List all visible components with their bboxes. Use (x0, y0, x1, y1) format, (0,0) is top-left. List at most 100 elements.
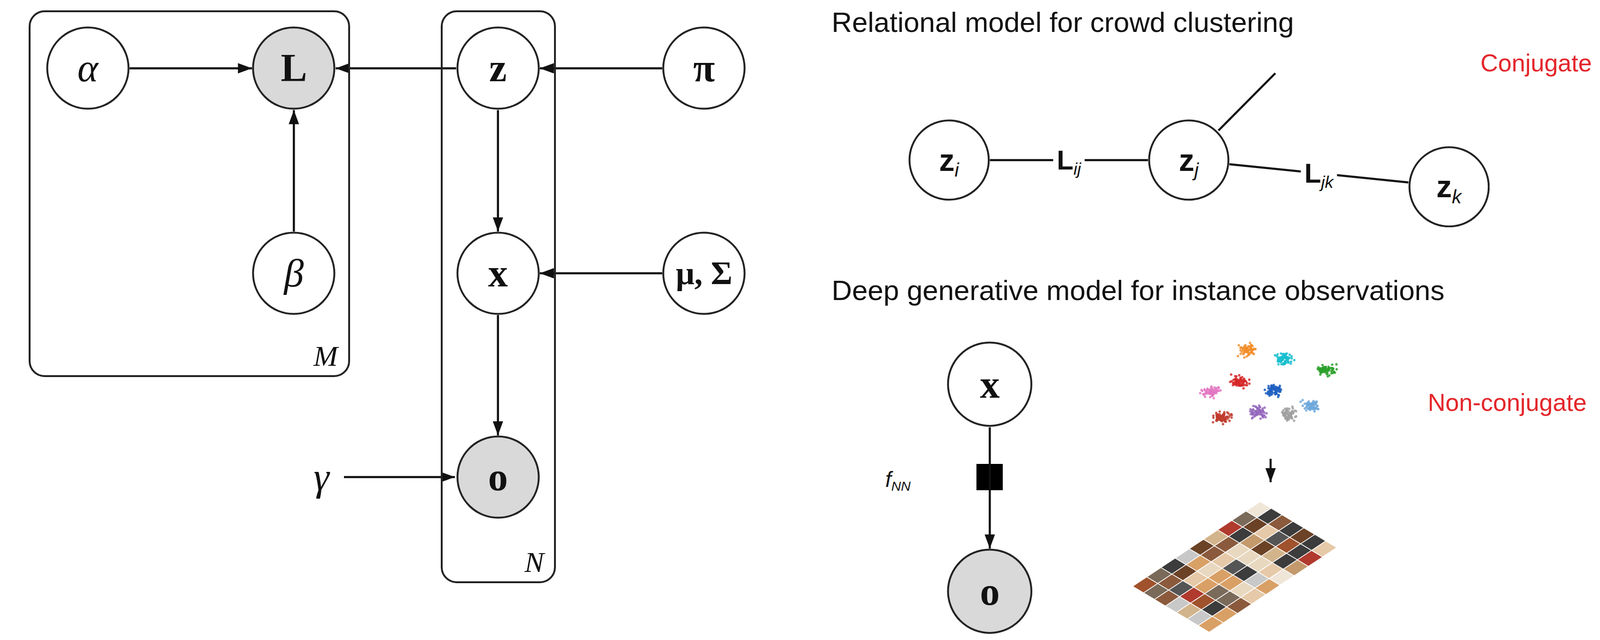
scatter-dot (1216, 390, 1219, 393)
scatter-dot (1248, 378, 1251, 382)
variable-symbol: zj (1178, 144, 1199, 176)
connector (988, 427, 992, 549)
scatter-dot (1304, 409, 1308, 412)
scatter-dot (1244, 346, 1248, 349)
scatter-dot (1220, 420, 1224, 423)
scatter-dot (1327, 367, 1331, 370)
scatter-dot (1248, 342, 1252, 345)
scatter-dot (1235, 381, 1238, 384)
scatter-dot (1236, 355, 1240, 358)
plate-label: M (313, 341, 338, 371)
scatter-dot (1225, 415, 1229, 419)
scatter-dot (1309, 403, 1312, 406)
scatter-dot (1274, 390, 1277, 394)
scatter-dot (1295, 410, 1298, 413)
scatter-dot (1285, 352, 1288, 355)
scatter-dot (1256, 411, 1259, 414)
scatter-dot (1203, 389, 1207, 392)
gamma-arrow (343, 476, 455, 479)
scatter-dot (1301, 398, 1304, 402)
scatter-dot (1288, 353, 1291, 357)
scatter-dot (1331, 368, 1334, 371)
scatter-dot (1293, 359, 1296, 362)
variable-circle: π (662, 26, 746, 110)
scatter-dot (1290, 417, 1294, 421)
connector (129, 67, 253, 70)
scatter-dot (1258, 409, 1261, 413)
scatter-dot (1224, 419, 1227, 422)
edge-label: Lij (1053, 144, 1085, 177)
scatter-dot (1335, 368, 1338, 371)
scatter-dot (1313, 408, 1316, 411)
scatter-dot (1250, 412, 1254, 415)
scatter-dot (1248, 353, 1251, 357)
subscript: j (1194, 159, 1199, 181)
variable-symbol: z (489, 48, 507, 88)
scatter-dot (1216, 389, 1219, 392)
variable-symbol: L (280, 48, 307, 88)
scatter-dot (1294, 415, 1297, 419)
scatter-dot (1277, 396, 1280, 399)
scatter-dot (1228, 420, 1231, 423)
scatter-dot (1322, 371, 1326, 374)
connector (496, 110, 500, 232)
variable-symbol: β (283, 253, 304, 294)
subscript: i (954, 159, 959, 181)
scatter-dot (1228, 381, 1232, 384)
scatter-dot (1305, 403, 1309, 406)
scatter-dot (1251, 408, 1255, 411)
scatter-dot (1283, 359, 1287, 363)
variable-symbol: zk (1436, 171, 1462, 203)
scatter-dot (1218, 410, 1221, 414)
scatter-dot (1280, 388, 1283, 391)
scatter-dot (1284, 417, 1287, 421)
variable-circle: x (456, 231, 540, 316)
scatter-dot (1209, 389, 1212, 392)
plate: MαLβ (28, 10, 351, 378)
scatter-dot (1230, 416, 1233, 420)
variable-circle: β (251, 231, 336, 316)
scatter-dot (1321, 364, 1324, 367)
scatter-dot (1242, 356, 1246, 360)
scatter-dot (1257, 404, 1261, 407)
connector (496, 315, 500, 436)
scatter-dot (1240, 351, 1243, 354)
variable-symbol: o (488, 457, 508, 498)
scatter-dot (1250, 411, 1254, 414)
scatter-dot (1270, 385, 1273, 389)
scatter-dot (1212, 414, 1215, 418)
variable-circle: x (946, 341, 1033, 428)
scatter-dot (1301, 405, 1304, 408)
scatter-dot (1256, 413, 1259, 417)
scatter-dot (1273, 393, 1277, 396)
scatter-dot (1265, 412, 1268, 415)
scatter-dot (1266, 393, 1270, 396)
scatter-dot (1333, 371, 1336, 375)
scatter-dot (1239, 383, 1242, 386)
scatter-dot (1270, 388, 1273, 391)
scatter-dot (1249, 408, 1252, 411)
scatter-dot (1250, 417, 1254, 420)
scatter-dot (1289, 360, 1293, 363)
subscript: NN (891, 478, 911, 494)
scatter-dot (1292, 419, 1296, 422)
scatter-dot (1285, 408, 1288, 411)
scatter-dot (1215, 412, 1218, 415)
scatter-dot (1276, 360, 1280, 363)
scatter-dot (1249, 351, 1252, 355)
scatter-dot (1219, 417, 1223, 421)
scatter-dot (1331, 372, 1335, 375)
scatter-dot (1211, 421, 1215, 424)
scatter-dot (1252, 352, 1256, 356)
scatter-dot (1242, 387, 1245, 390)
scatter-dot (1200, 389, 1203, 392)
scatter-dot (1216, 414, 1219, 417)
scatter-dot (1268, 392, 1272, 396)
scatter-dot (1276, 387, 1280, 390)
scatter-dot (1221, 423, 1225, 426)
variable-symbol: x (979, 365, 1000, 405)
connector (539, 67, 663, 70)
scatter-dot (1290, 357, 1293, 360)
